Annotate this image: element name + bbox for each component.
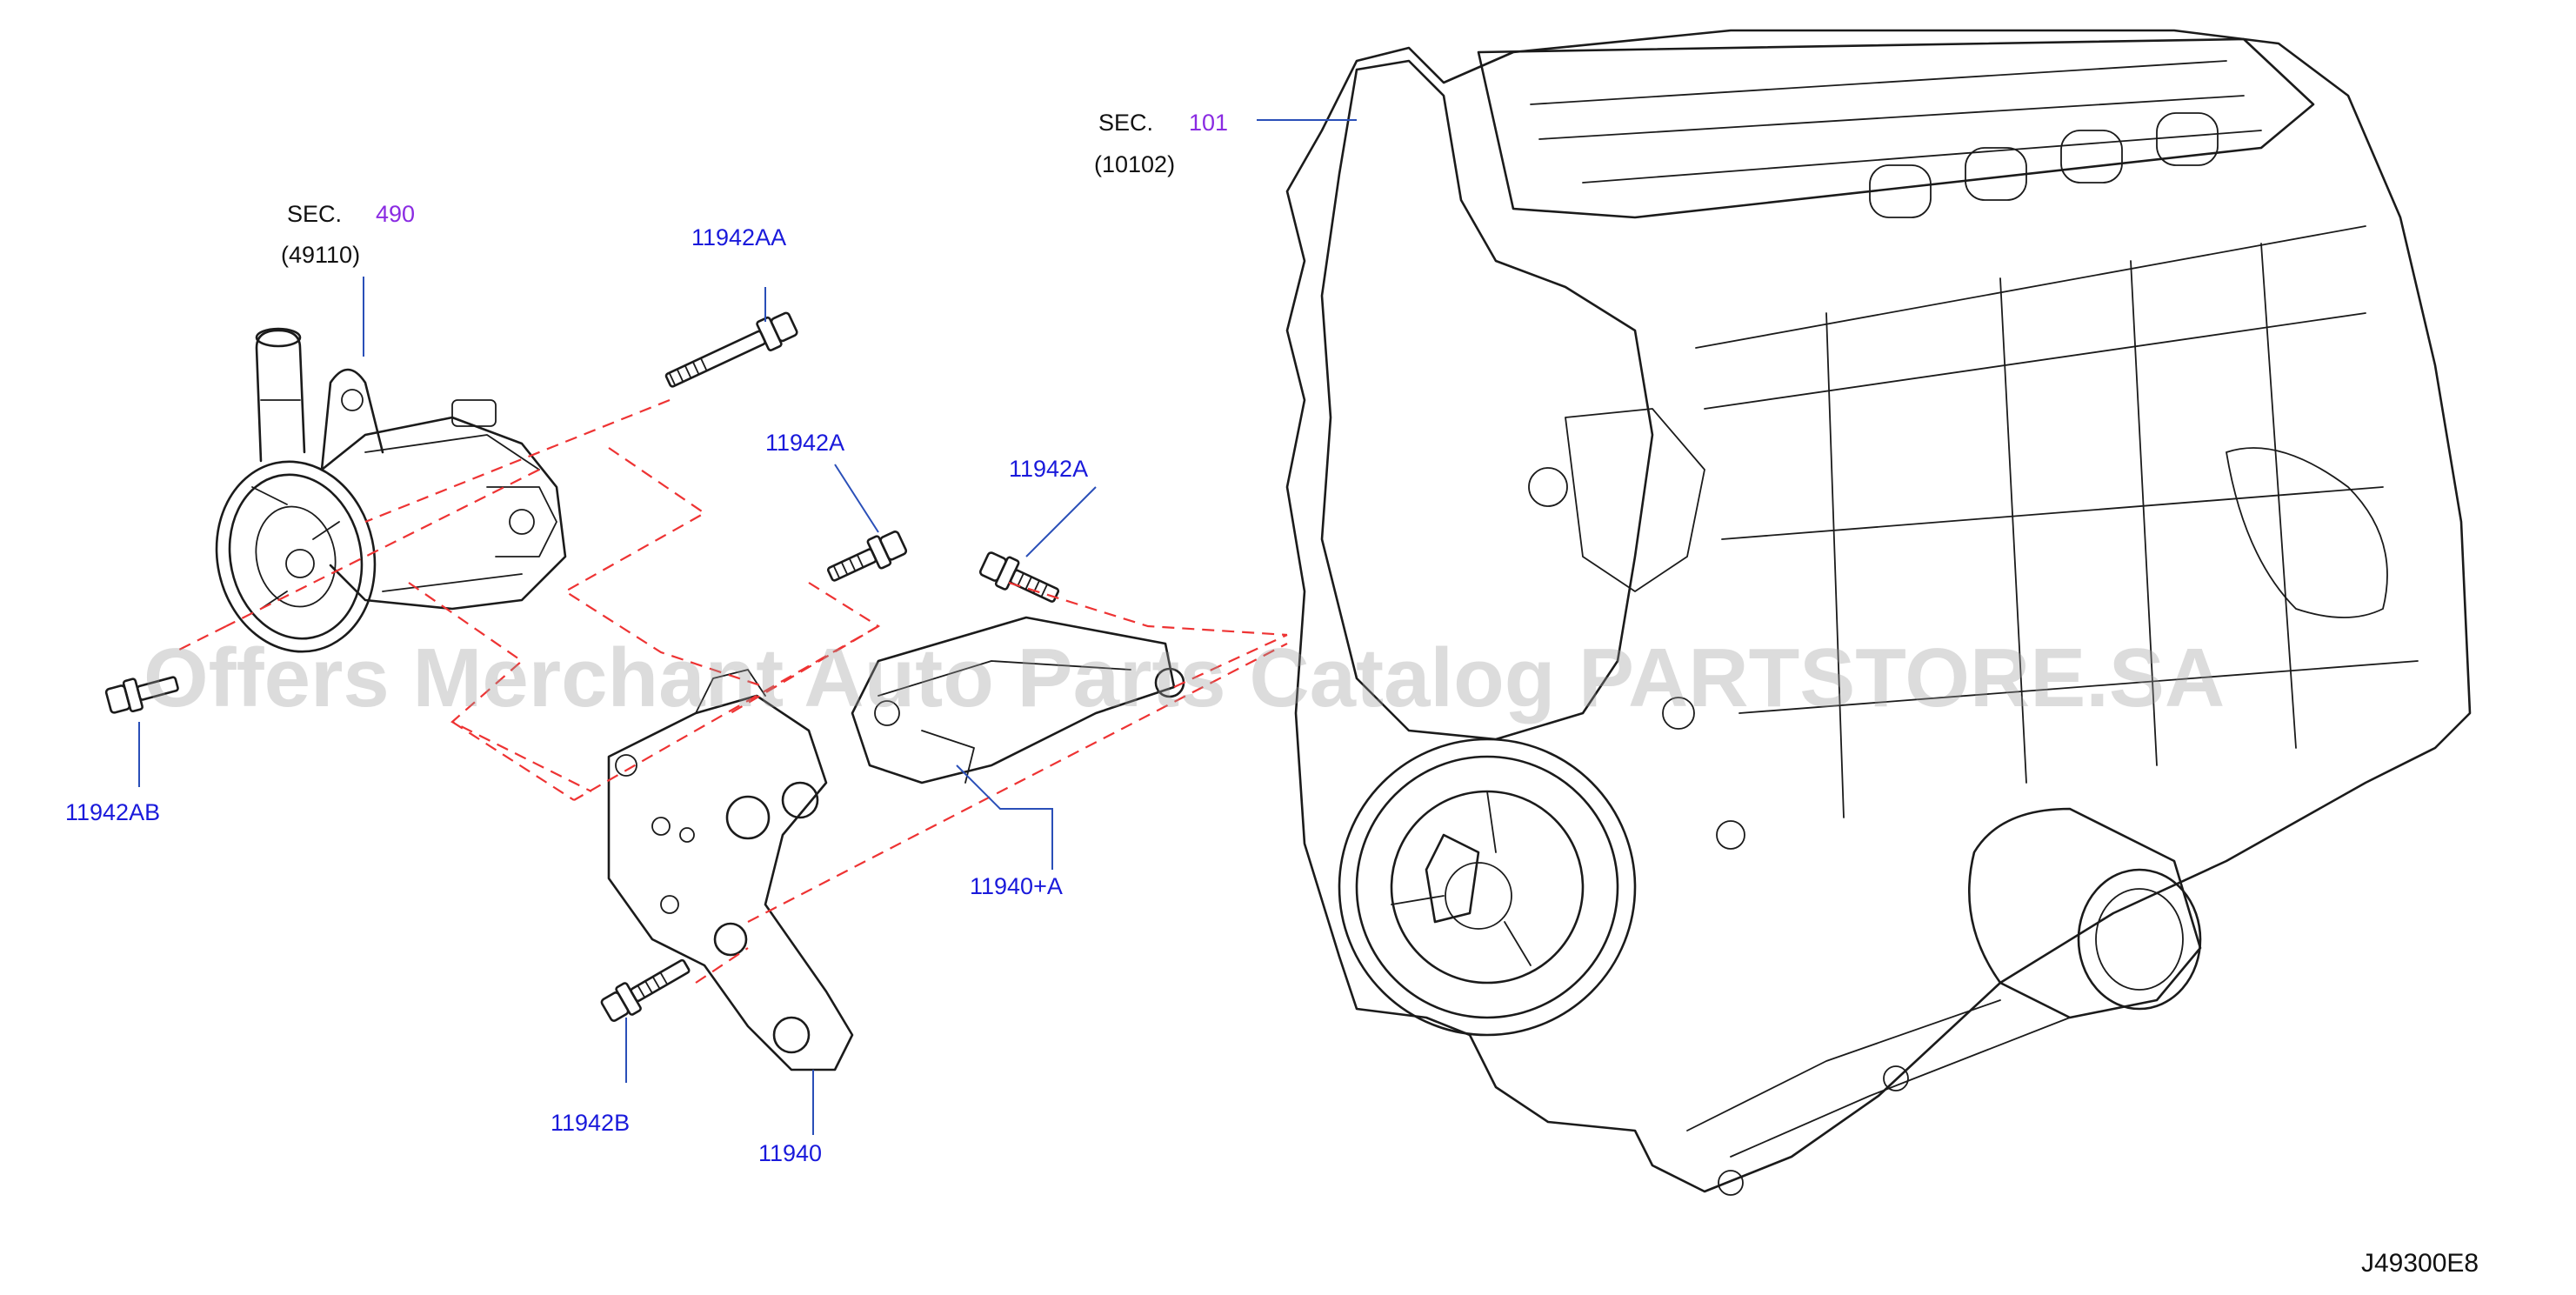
section-ref-101[interactable]: SEC. 101 (10102) xyxy=(1094,110,1228,177)
part-label-11940A[interactable]: 11940+A xyxy=(970,873,1063,899)
power-steering-pump-drawing xyxy=(215,327,567,653)
part-label-11942A-1[interactable]: 11942A xyxy=(765,430,844,456)
bracket-11940-drawing xyxy=(607,669,854,1071)
oil-filter-drawing xyxy=(1968,807,2202,1019)
section-ref-490[interactable]: SEC. 490 (49110) xyxy=(281,201,415,268)
part-label-11942A-2[interactable]: 11942A xyxy=(1009,456,1088,482)
bolt-11942A-2-drawing xyxy=(979,551,1060,603)
part-label-11940[interactable]: 11940 xyxy=(758,1140,822,1166)
assembly-guide-lines xyxy=(173,398,1288,984)
bolt-11942B-drawing xyxy=(600,958,691,1022)
section-101-number[interactable]: 101 xyxy=(1189,110,1228,136)
part-label-11942AB[interactable]: 11942AB xyxy=(65,799,160,825)
bolt-11942A-1-drawing xyxy=(826,531,908,582)
bracket-11940A-drawing xyxy=(851,616,1185,784)
watermark-text: Offers Merchant Auto Parts Catalog PARTS… xyxy=(143,631,2225,724)
section-490-sub: (49110) xyxy=(281,242,360,268)
engine-assembly-drawing xyxy=(1285,29,2472,1196)
bolt-11942AB-drawing xyxy=(104,676,179,714)
diagram-code: J49300E8 xyxy=(2361,1249,2479,1278)
leader-lines xyxy=(138,119,1357,1135)
crankshaft-pulley-drawing xyxy=(1338,738,1637,1037)
section-490-prefix: SEC. xyxy=(287,201,342,227)
section-490-number[interactable]: 490 xyxy=(376,201,415,227)
part-label-11942AA[interactable]: 11942AA xyxy=(691,224,786,250)
part-label-11942B[interactable]: 11942B xyxy=(551,1110,630,1136)
section-101-prefix: SEC. xyxy=(1098,110,1153,136)
section-101-sub: (10102) xyxy=(1094,151,1175,177)
bolt-11942AA-drawing xyxy=(664,311,798,388)
